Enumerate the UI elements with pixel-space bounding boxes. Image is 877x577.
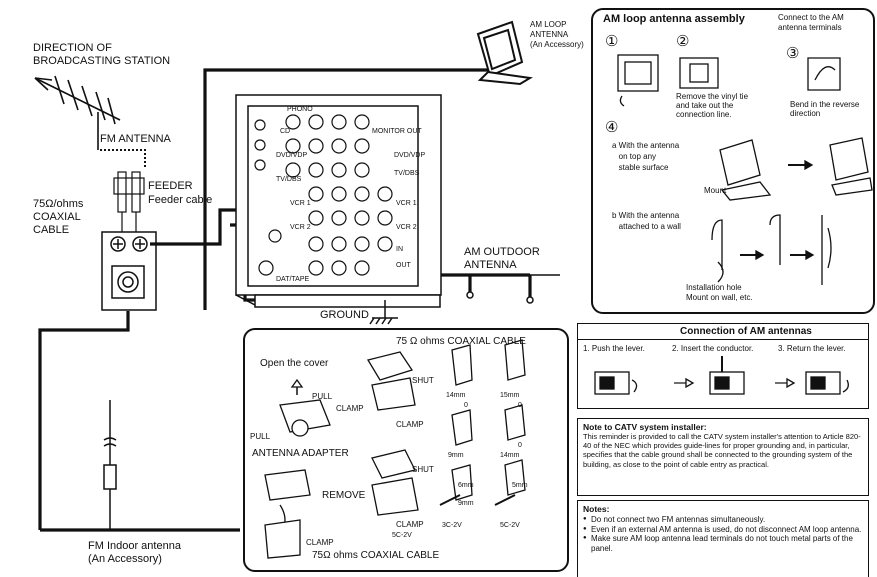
catv-note-body: This reminder is provided to call the CA… <box>583 432 861 469</box>
am-step-1: 1. Push the lever. <box>583 344 645 353</box>
dim-label: 6mm <box>458 482 474 489</box>
clamp-label: CLAMP <box>396 420 424 429</box>
notes-list: Do not connect two FM antennas simultane… <box>583 515 863 553</box>
panel-label: VCR 2 <box>290 224 311 231</box>
direction-label: DIRECTION OF BROADCASTING STATION <box>33 42 171 67</box>
panel-label: TV/DBS <box>394 170 420 177</box>
clamp-label: CLAMP <box>396 520 424 529</box>
am-outdoor-antenna-icon <box>466 274 560 304</box>
panel-label: IN <box>396 246 403 253</box>
dim-label: 0 <box>518 442 522 449</box>
fm-indoor-antenna-icon <box>103 400 117 530</box>
ground-icon <box>369 300 398 325</box>
am-step-3: 3. Return the lever. <box>778 344 846 353</box>
panel-label: VCR 1 <box>396 200 417 207</box>
am-assembly-title: AM loop antenna assembly <box>603 13 745 25</box>
clamp-label: CLAMP <box>336 404 364 413</box>
panel-label: DAT/TAPE <box>276 276 310 283</box>
panel-label: CD <box>280 128 291 135</box>
coax-drawings <box>264 339 526 559</box>
mount-label: Mount <box>704 186 727 195</box>
dim-label: 0 <box>518 402 522 409</box>
am-loop-antenna-icon <box>476 20 533 86</box>
am-loop-label: AM LOOP ANTENNA (An Accessory) <box>530 20 584 49</box>
cable-type-label: 5C-2V <box>392 532 412 539</box>
ground-label: GROUND <box>320 309 369 321</box>
dim-label: 15mm <box>500 392 520 399</box>
clamp-label: CLAMP <box>306 538 334 547</box>
fm-indoor-label: FM Indoor antenna (An Accessory) <box>88 540 181 565</box>
panel-label: PHONO <box>287 106 313 113</box>
step-4-marker: ④ <box>605 119 619 136</box>
catv-note-panel: Note to CATV system installer: This remi… <box>577 418 869 496</box>
dim-label: 0 <box>464 402 468 409</box>
fm-antenna-icon <box>34 75 121 150</box>
dim-label: 14mm <box>500 452 520 459</box>
install-text: Installation hole Mount on wall, etc. <box>686 283 753 302</box>
bend-text: Bend in the reverse direction <box>790 100 860 118</box>
pull-label: PULL <box>312 392 333 401</box>
am-connection-drawings <box>594 356 849 395</box>
panel-label: VCR 1 <box>290 200 311 207</box>
open-cover-label: Open the cover <box>260 358 329 369</box>
am-step-2: 2. Insert the conductor. <box>672 344 754 353</box>
coax-footer: 75Ω ohms COAXIAL CABLE <box>312 550 440 561</box>
catv-note-title: Note to CATV system installer: <box>583 422 707 432</box>
panel-label: VCR 2 <box>396 224 417 231</box>
panel-label: DVD/VDP <box>276 152 308 159</box>
panel-label: TV/DBS <box>276 176 302 183</box>
coax-cable-label: 75Ω/ohms COAXIAL CABLE <box>33 198 84 236</box>
panel-label: DVD/VDP <box>394 152 426 159</box>
coax-title: 75 Ω ohms COAXIAL CABLE <box>396 336 526 347</box>
step-1-marker: ① <box>605 33 619 50</box>
cable-type-label: 3C-2V <box>442 522 462 529</box>
dim-label: 9mm <box>448 452 464 459</box>
pull-label: PULL <box>250 432 271 441</box>
remove-label: REMOVE <box>322 490 366 501</box>
am-assembly-drawings <box>617 54 873 285</box>
notes-panel: Notes: Do not connect two FM antennas si… <box>577 500 869 577</box>
step-2-marker: ② <box>676 33 690 50</box>
panel-label: MONITOR OUT <box>372 128 422 135</box>
feeder-cable-label: Feeder cable <box>148 194 213 206</box>
antenna-adapter-label: ANTENNA ADAPTER <box>252 448 349 459</box>
shut-label: SHUT <box>412 376 434 385</box>
mount-a-text: a With the antenna on top any stable sur… <box>612 141 680 172</box>
shut-label: SHUT <box>412 465 434 474</box>
connect-terminals-text: Connect to the AM antenna terminals <box>778 13 844 32</box>
dim-label: 9mm <box>458 500 474 507</box>
list-item: Even if an external AM antenna is used, … <box>583 525 863 535</box>
panel-label: OUT <box>396 262 411 269</box>
mount-b-text: b With the antenna attached to a wall <box>612 211 681 231</box>
feeder-icon <box>113 171 145 232</box>
coax-panel <box>243 328 569 572</box>
remove-vinyl-text: Remove the vinyl tie and take out the co… <box>676 92 749 119</box>
jack-grid <box>254 114 393 276</box>
notes-title: Notes: <box>583 504 610 514</box>
am-connection-title: Connection of AM antennas <box>680 326 812 337</box>
dim-label: 5mm <box>512 482 528 489</box>
list-item: Make sure AM loop antenna lead terminals… <box>583 534 863 553</box>
dim-label: 14mm <box>446 392 466 399</box>
antenna-adapter-icon <box>101 231 157 311</box>
am-connection-panel <box>577 323 869 409</box>
step-3-marker: ③ <box>786 45 800 62</box>
divider <box>578 339 868 340</box>
am-assembly-panel <box>591 8 875 314</box>
feeder-label: FEEDER <box>148 180 193 192</box>
cable-type-label: 5C-2V <box>500 522 520 529</box>
list-item: Do not connect two FM antennas simultane… <box>583 515 863 525</box>
am-outdoor-label: AM OUTDOOR ANTENNA <box>464 246 540 271</box>
fm-antenna-label: FM ANTENNA <box>100 133 171 145</box>
